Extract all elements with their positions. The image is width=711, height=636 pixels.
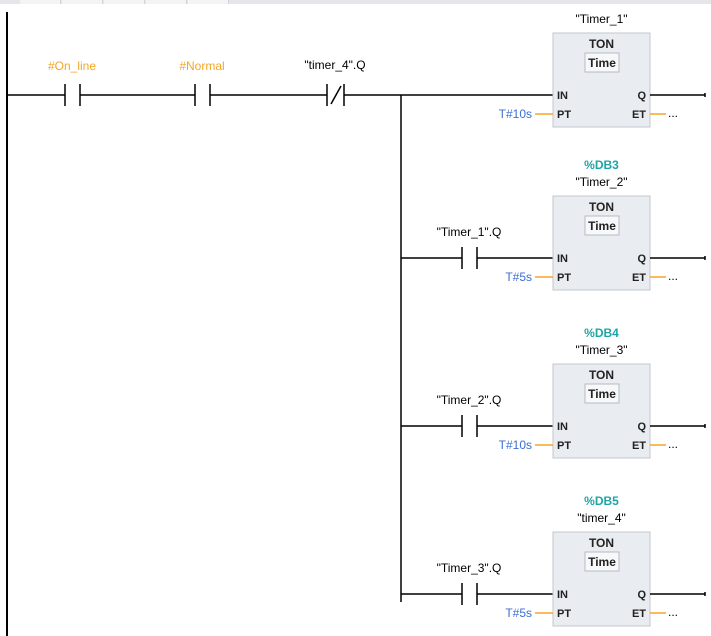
- contact-label: #Normal: [179, 59, 224, 73]
- contact-label: "Timer_3".Q: [437, 561, 502, 575]
- contact-timer-3-q[interactable]: "Timer_2".Q: [437, 393, 502, 437]
- db-label: %DB3: [584, 158, 619, 172]
- pin-q: Q: [637, 253, 646, 265]
- time-label: Time: [588, 219, 616, 233]
- timer-type: TON: [589, 37, 614, 51]
- toolbar-tab[interactable]: [146, 0, 187, 4]
- instance-name: "Timer_1": [575, 12, 627, 26]
- time-label: Time: [588, 56, 616, 70]
- pin-q: Q: [637, 589, 646, 601]
- pin-in: IN: [557, 90, 568, 102]
- pin-et: ET: [632, 272, 646, 284]
- toolbar-strip: [0, 0, 711, 4]
- pin-q: Q: [637, 90, 646, 102]
- timer-box[interactable]: [552, 363, 651, 459]
- pt-constant[interactable]: T#5s: [505, 606, 532, 620]
- et-value[interactable]: ...: [668, 437, 678, 451]
- contact-normal[interactable]: #Normal: [179, 59, 225, 106]
- pt-constant[interactable]: T#5s: [505, 270, 532, 284]
- toolbar-tab[interactable]: [104, 0, 145, 4]
- et-value[interactable]: ...: [668, 106, 678, 120]
- time-subbox[interactable]: [584, 52, 620, 73]
- pin-in: IN: [557, 589, 568, 601]
- time-subbox[interactable]: [584, 383, 620, 404]
- contact-label: "Timer_2".Q: [437, 393, 502, 407]
- contact-timer4-q[interactable]: "timer_4".Q: [304, 58, 366, 106]
- toolbar-tab[interactable]: [188, 0, 229, 4]
- pin-q: Q: [637, 421, 646, 433]
- contact-timer-2-q[interactable]: "Timer_1".Q: [437, 225, 502, 269]
- toolbar-tab[interactable]: [20, 0, 61, 4]
- db-label: %DB4: [584, 326, 619, 340]
- contact-label: #On_line: [48, 59, 96, 73]
- contact-label: "Timer_1".Q: [437, 225, 502, 239]
- contact-label: "timer_4".Q: [304, 58, 365, 72]
- contact-online[interactable]: #On_line: [48, 59, 96, 106]
- pin-in: IN: [557, 253, 568, 265]
- pin-et: ET: [632, 608, 646, 620]
- timer-box[interactable]: [552, 32, 651, 128]
- pin-pt: PT: [557, 608, 571, 620]
- instance-name: "timer_4": [577, 511, 626, 525]
- timer-type: TON: [589, 536, 614, 550]
- timer-type: TON: [589, 200, 614, 214]
- instance-name: "Timer_3": [575, 343, 627, 357]
- toolbar-tab[interactable]: [62, 0, 103, 4]
- pin-in: IN: [557, 421, 568, 433]
- pin-pt: PT: [557, 109, 571, 121]
- et-value[interactable]: ...: [668, 605, 678, 619]
- timer-box[interactable]: [552, 195, 651, 291]
- pt-constant[interactable]: T#10s: [499, 107, 532, 121]
- time-label: Time: [588, 387, 616, 401]
- db-label: %DB5: [584, 494, 619, 508]
- instance-name: "Timer_2": [575, 175, 627, 189]
- pt-constant[interactable]: T#10s: [499, 438, 532, 452]
- time-subbox[interactable]: [584, 215, 620, 236]
- time-label: Time: [588, 555, 616, 569]
- pin-et: ET: [632, 440, 646, 452]
- pin-pt: PT: [557, 440, 571, 452]
- contact-timer-4-q[interactable]: "Timer_3".Q: [437, 561, 502, 605]
- pin-pt: PT: [557, 272, 571, 284]
- time-subbox[interactable]: [584, 551, 620, 572]
- et-value[interactable]: ...: [668, 269, 678, 283]
- timer-box[interactable]: [552, 531, 651, 627]
- timer-type: TON: [589, 368, 614, 382]
- pin-et: ET: [632, 109, 646, 121]
